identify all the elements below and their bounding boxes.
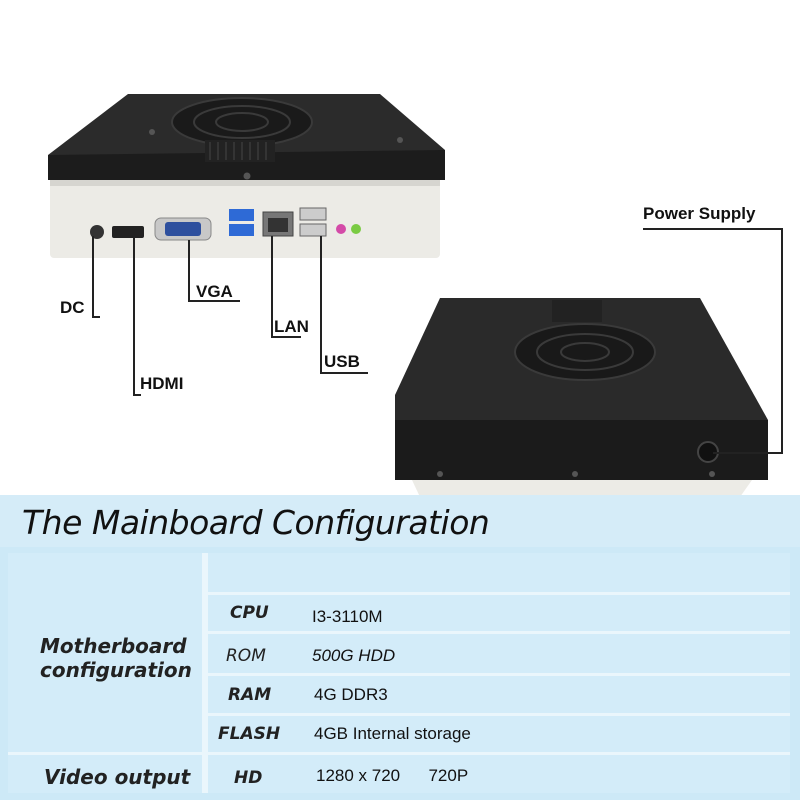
usb-port-b bbox=[299, 223, 327, 237]
row-value-hd: 1280 x 720 720P bbox=[316, 766, 469, 785]
product-photos: DC HDMI VGA LAN USB Power Supply bbox=[48, 94, 783, 497]
audio-out-port bbox=[351, 224, 361, 234]
angled-case-base bbox=[412, 480, 752, 497]
group-video-output: Video output bbox=[44, 765, 191, 789]
usb-port-a bbox=[299, 207, 327, 221]
angled-fan-grill bbox=[514, 323, 656, 381]
usb3-port-a bbox=[229, 209, 254, 221]
title-strip bbox=[0, 495, 800, 547]
row-key-flash: FLASH bbox=[218, 724, 281, 744]
audio-mic-port bbox=[336, 224, 346, 234]
hdmi-port bbox=[112, 226, 144, 238]
angled-case-side bbox=[395, 420, 768, 480]
label-dc: DC bbox=[60, 298, 85, 317]
row-value-ram: 4G DDR3 bbox=[314, 685, 388, 704]
label-lan: LAN bbox=[274, 317, 309, 336]
label-hdmi: HDMI bbox=[140, 374, 184, 393]
row-key-rom: ROM bbox=[226, 646, 266, 666]
label-power-supply: Power Supply bbox=[643, 204, 756, 223]
row-key-hd: HD bbox=[234, 768, 263, 788]
row-value-cpu: I3-3110M bbox=[312, 607, 383, 626]
mini-pc-illustration bbox=[48, 94, 768, 497]
dc-port bbox=[90, 225, 104, 239]
label-vga: VGA bbox=[196, 282, 233, 301]
row-value-rom: 500G HDD bbox=[312, 646, 396, 665]
row-key-cpu: CPU bbox=[230, 603, 269, 623]
row-value-flash: 4GB Internal storage bbox=[314, 724, 471, 743]
row-key-ram: RAM bbox=[228, 685, 272, 705]
usb3-port-b bbox=[229, 224, 254, 236]
group-motherboard: Motherboard configuration bbox=[40, 634, 192, 682]
mainboard-config-panel: The Mainboard Configuration Motherboard … bbox=[0, 495, 800, 800]
label-usb: USB bbox=[324, 352, 360, 371]
config-title: The Mainboard Configuration bbox=[22, 503, 490, 542]
